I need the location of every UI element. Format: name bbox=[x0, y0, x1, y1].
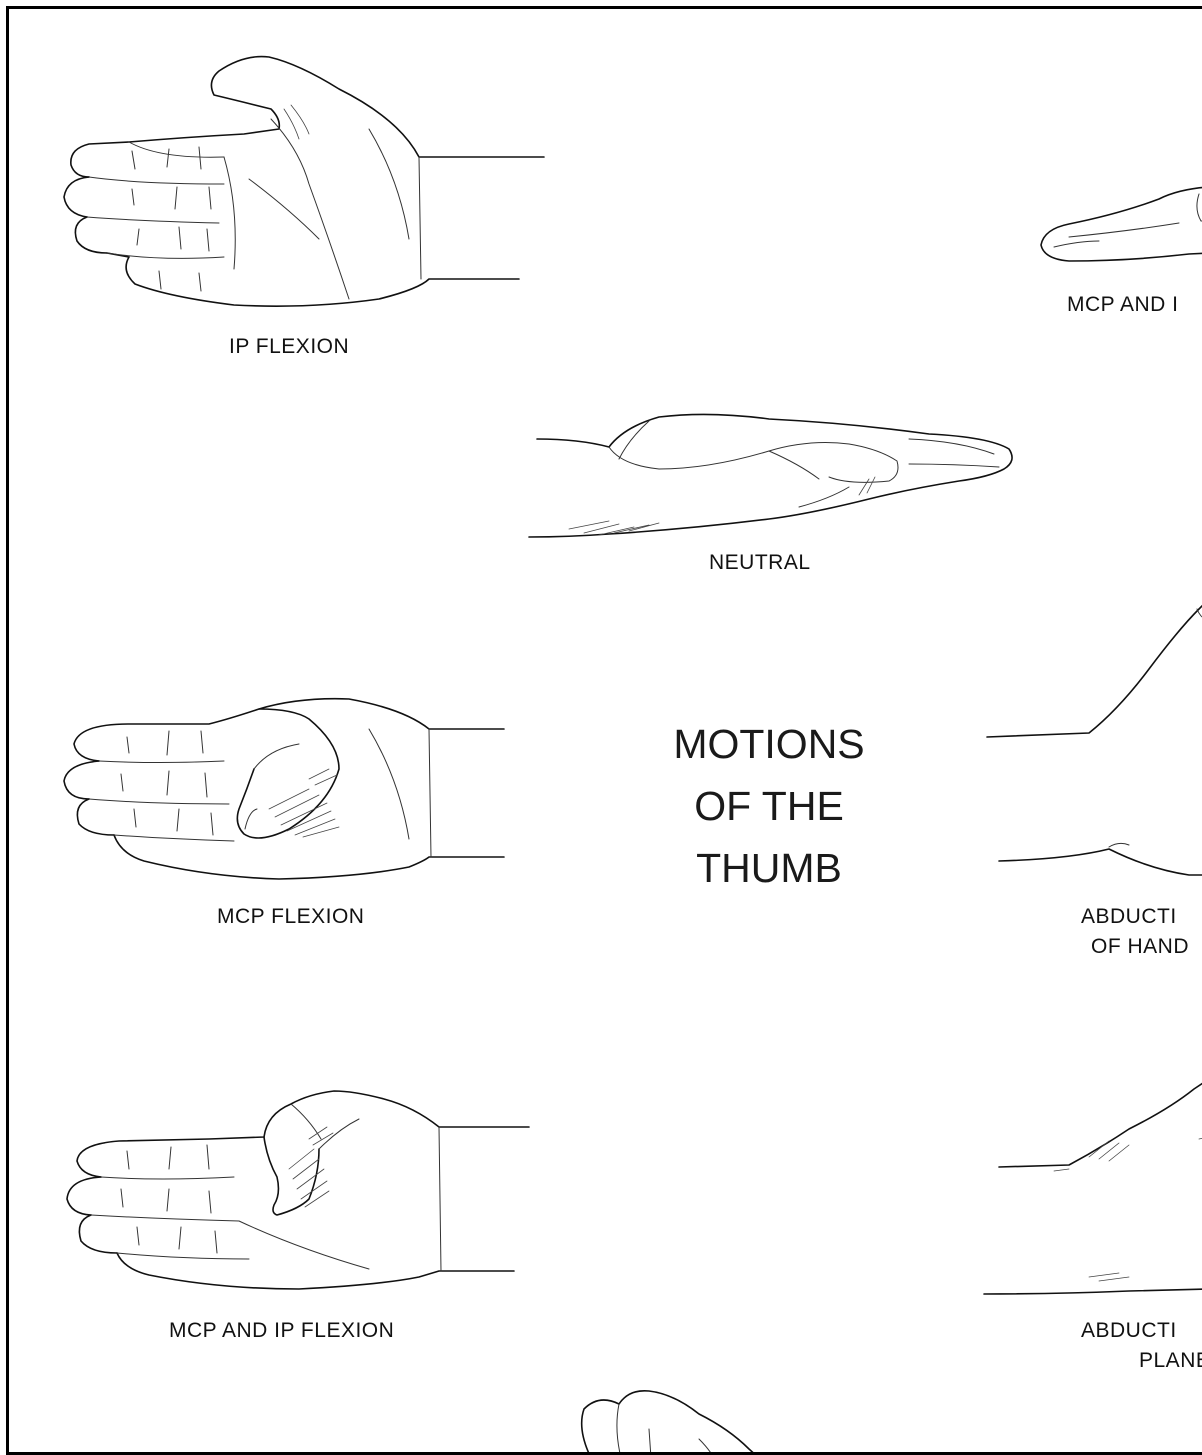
hand-mcp-ip-flexion-illustration bbox=[67, 1091, 529, 1289]
label-right-low-partial-line1: ABDUCTI bbox=[1081, 1319, 1177, 1343]
title-line-1: MOTIONS bbox=[629, 713, 909, 775]
hand-mcp-flexion-illustration bbox=[64, 699, 504, 879]
hand-partial-right-low-illustration bbox=[984, 1079, 1202, 1294]
hand-ip-flexion-illustration bbox=[64, 57, 544, 307]
hand-illustrations bbox=[9, 9, 1202, 1455]
label-right-low-partial-line2: PLANE bbox=[1139, 1349, 1202, 1373]
hand-partial-right-top-illustration bbox=[1041, 187, 1202, 261]
label-neutral: NEUTRAL bbox=[709, 551, 811, 575]
label-mcp-and-ip-flexion: MCP AND IP FLEXION bbox=[169, 1319, 394, 1343]
diagram-title: MOTIONS OF THE THUMB bbox=[629, 713, 909, 899]
title-line-2: OF THE bbox=[629, 775, 909, 837]
hand-partial-bottom-illustration bbox=[582, 1391, 759, 1455]
title-line-3: THUMB bbox=[629, 837, 909, 899]
label-right-mid-partial-line1: ABDUCTI bbox=[1081, 905, 1177, 929]
label-mcp-flexion: MCP FLEXION bbox=[217, 905, 364, 929]
hand-partial-right-mid-illustration bbox=[987, 599, 1202, 875]
hand-neutral-illustration bbox=[529, 414, 1012, 537]
label-ip-flexion: IP FLEXION bbox=[229, 335, 349, 359]
label-right-mid-partial-line2: OF HAND bbox=[1091, 935, 1189, 959]
label-right-top-partial: MCP AND I bbox=[1067, 293, 1178, 317]
diagram-page: MOTIONS OF THE THUMB IP FLEXION NEUTRAL … bbox=[6, 6, 1202, 1455]
